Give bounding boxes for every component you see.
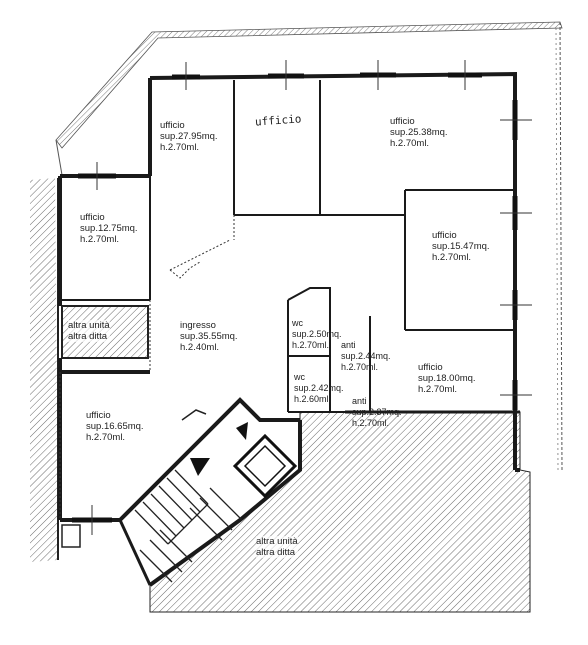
adjacent-unit-bottom — [149, 411, 531, 613]
stair-treads — [134, 469, 243, 583]
adjacent-unit-left — [61, 305, 149, 359]
stair-arrow-icon — [190, 458, 210, 476]
left-hatch-strip — [30, 178, 59, 562]
outer-boundary — [55, 21, 563, 471]
elevator — [232, 433, 298, 499]
stair-arrow-icon — [236, 422, 248, 440]
dashed-lines — [59, 215, 235, 520]
